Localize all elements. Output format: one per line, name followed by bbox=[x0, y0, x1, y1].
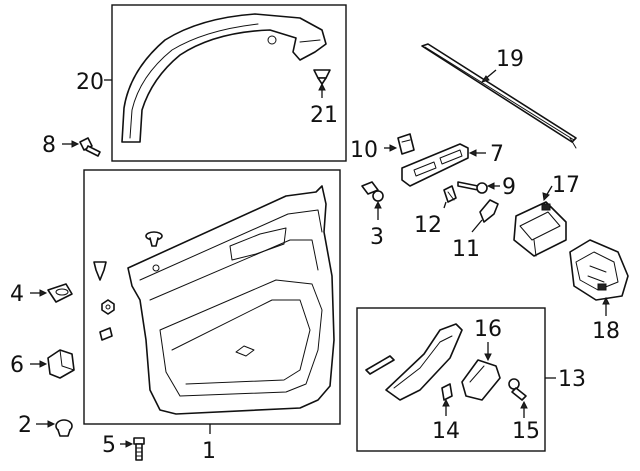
part-15-screw bbox=[508, 378, 527, 401]
part-5-bolt bbox=[133, 437, 145, 461]
part-3-screw bbox=[361, 181, 384, 202]
group-box-13 bbox=[356, 307, 546, 452]
leader-12 bbox=[443, 201, 447, 209]
part-1-door-trim-panel bbox=[127, 185, 335, 415]
part-9-screw bbox=[457, 181, 488, 194]
callout-20: 20 bbox=[76, 70, 104, 95]
callout-12: 12 bbox=[414, 213, 442, 238]
part-4-retainer bbox=[47, 283, 73, 303]
part-19-weatherstrip bbox=[421, 43, 577, 149]
part-18-switch bbox=[569, 239, 629, 301]
callout-1: 1 bbox=[202, 439, 216, 464]
callout-3: 3 bbox=[370, 225, 384, 250]
callout-6: 6 bbox=[10, 353, 24, 378]
group-box-20-21 bbox=[111, 4, 347, 162]
group-box-1 bbox=[83, 169, 341, 425]
callout-16: 16 bbox=[474, 317, 502, 342]
part-clip-fastener bbox=[93, 261, 107, 281]
callout-14: 14 bbox=[432, 419, 460, 444]
callout-15: 15 bbox=[512, 419, 540, 444]
callout-9: 9 bbox=[502, 175, 516, 200]
callout-11: 11 bbox=[452, 237, 480, 262]
part-14-clip bbox=[441, 383, 453, 401]
part-7-switch-bezel bbox=[401, 143, 469, 187]
part-6-bracket bbox=[47, 349, 75, 379]
part-16-switch bbox=[461, 359, 501, 401]
part-17-switch bbox=[513, 201, 567, 257]
part-2-clip bbox=[55, 419, 73, 437]
callout-2: 2 bbox=[18, 413, 32, 438]
part-nut-fastener bbox=[101, 299, 115, 315]
callout-8: 8 bbox=[42, 133, 56, 158]
callout-19: 19 bbox=[496, 47, 524, 72]
leader-11 bbox=[471, 219, 483, 233]
part-21-clip bbox=[313, 69, 331, 85]
part-retainer-fastener bbox=[99, 327, 113, 341]
callout-21: 21 bbox=[310, 103, 338, 128]
part-11-bracket bbox=[479, 199, 499, 223]
callout-10: 10 bbox=[350, 138, 378, 163]
callout-4: 4 bbox=[10, 282, 24, 307]
part-13-switch-housing bbox=[365, 323, 463, 401]
part-20-frame-moulding bbox=[121, 13, 327, 143]
part-8-screw bbox=[79, 137, 101, 157]
part-12-clip bbox=[443, 185, 457, 203]
callout-5: 5 bbox=[102, 433, 116, 458]
part-10-clip bbox=[397, 133, 415, 155]
callout-7: 7 bbox=[490, 142, 504, 167]
part-pushpin-fastener bbox=[145, 231, 163, 247]
callout-18: 18 bbox=[592, 319, 620, 344]
callout-17: 17 bbox=[552, 173, 580, 198]
callout-13: 13 bbox=[558, 367, 586, 392]
